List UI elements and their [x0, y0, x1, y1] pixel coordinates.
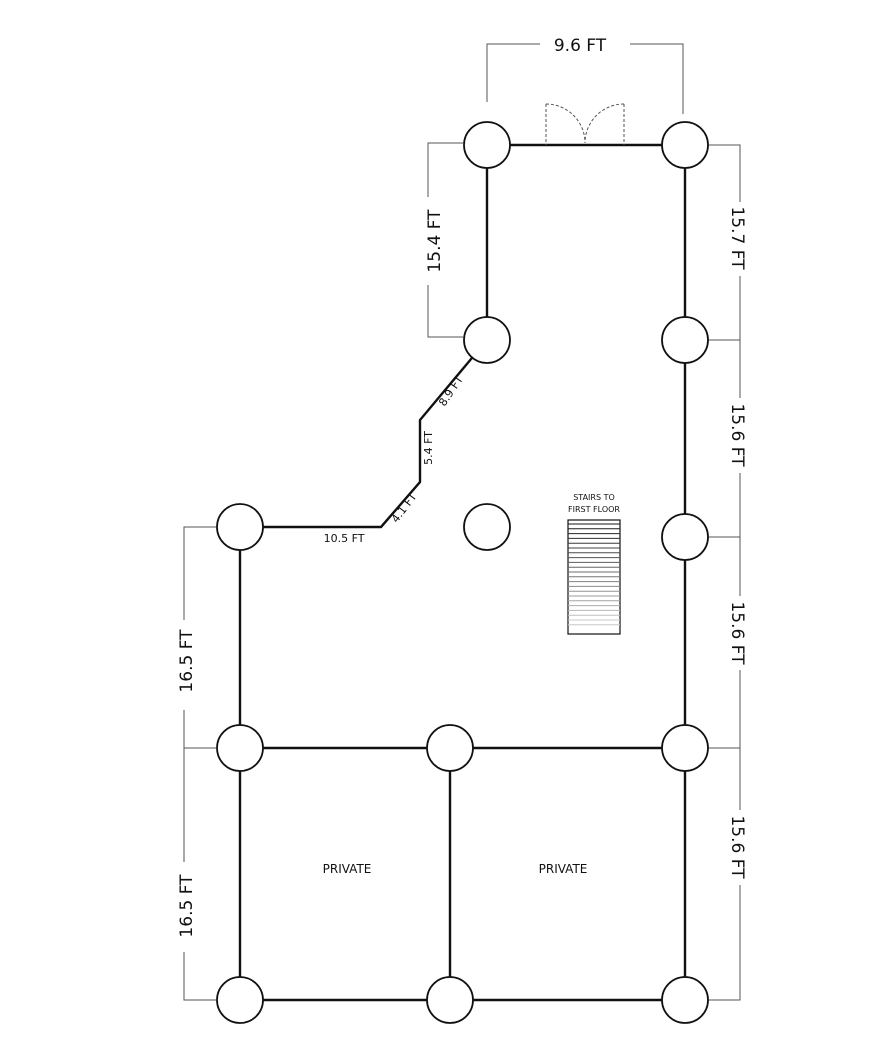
double-door-icon — [545, 103, 625, 145]
stairs-label-line2: FIRST FLOOR — [568, 505, 620, 514]
svg-text:15.6 FT: 15.6 FT — [727, 403, 747, 467]
dimension-right-2: 15.6 FT — [708, 339, 747, 538]
label-diagonal-upper: 8.9 FT — [436, 373, 466, 409]
stairs-label-line1: STAIRS TO — [573, 493, 615, 502]
column-lower-left — [216, 724, 264, 772]
label-short-vertical: 5.4 FT — [422, 431, 435, 465]
columns — [216, 121, 709, 1024]
dimension-right-1: 15.7 FT — [708, 144, 747, 340]
svg-text:15.4 FT: 15.4 FT — [425, 209, 445, 273]
dimension-top-width: 9.6 FT — [486, 36, 684, 114]
staircase-icon — [567, 519, 621, 635]
column-upper-left — [463, 316, 511, 364]
column-mid-left — [216, 503, 264, 551]
column-mid-right — [661, 513, 709, 561]
svg-text:16.5 FT: 16.5 FT — [177, 629, 197, 693]
svg-text:9.6 FT: 9.6 FT — [554, 36, 607, 56]
svg-text:16.5 FT: 16.5 FT — [177, 874, 197, 938]
dimension-upper-left-wall: 15.4 FT — [425, 142, 463, 338]
column-top-right — [661, 121, 709, 169]
column-bottom-center — [426, 976, 474, 1024]
column-lower-right — [661, 724, 709, 772]
column-upper-right — [661, 316, 709, 364]
svg-text:15.6 FT: 15.6 FT — [727, 601, 747, 665]
dimension-left-lower: 16.5 FT — [177, 747, 216, 1001]
room-label-private-left: PRIVATE — [323, 862, 372, 876]
column-lower-center — [426, 724, 474, 772]
column-center — [463, 503, 511, 551]
svg-text:15.6 FT: 15.6 FT — [727, 815, 747, 879]
label-diagonal-lower: 4.1 FT — [389, 490, 420, 525]
dimension-right-3: 15.6 FT — [708, 537, 747, 749]
svg-text:15.7 FT: 15.7 FT — [727, 206, 747, 270]
dimension-left-upper: 16.5 FT — [177, 526, 216, 748]
column-bottom-left — [216, 976, 264, 1024]
column-bottom-right — [661, 976, 709, 1024]
room-label-private-right: PRIVATE — [539, 862, 588, 876]
floor-area — [238, 143, 687, 1002]
dimension-right-4: 15.6 FT — [708, 748, 747, 1001]
label-ledge: 10.5 FT — [324, 532, 365, 545]
column-top-left — [463, 121, 511, 169]
